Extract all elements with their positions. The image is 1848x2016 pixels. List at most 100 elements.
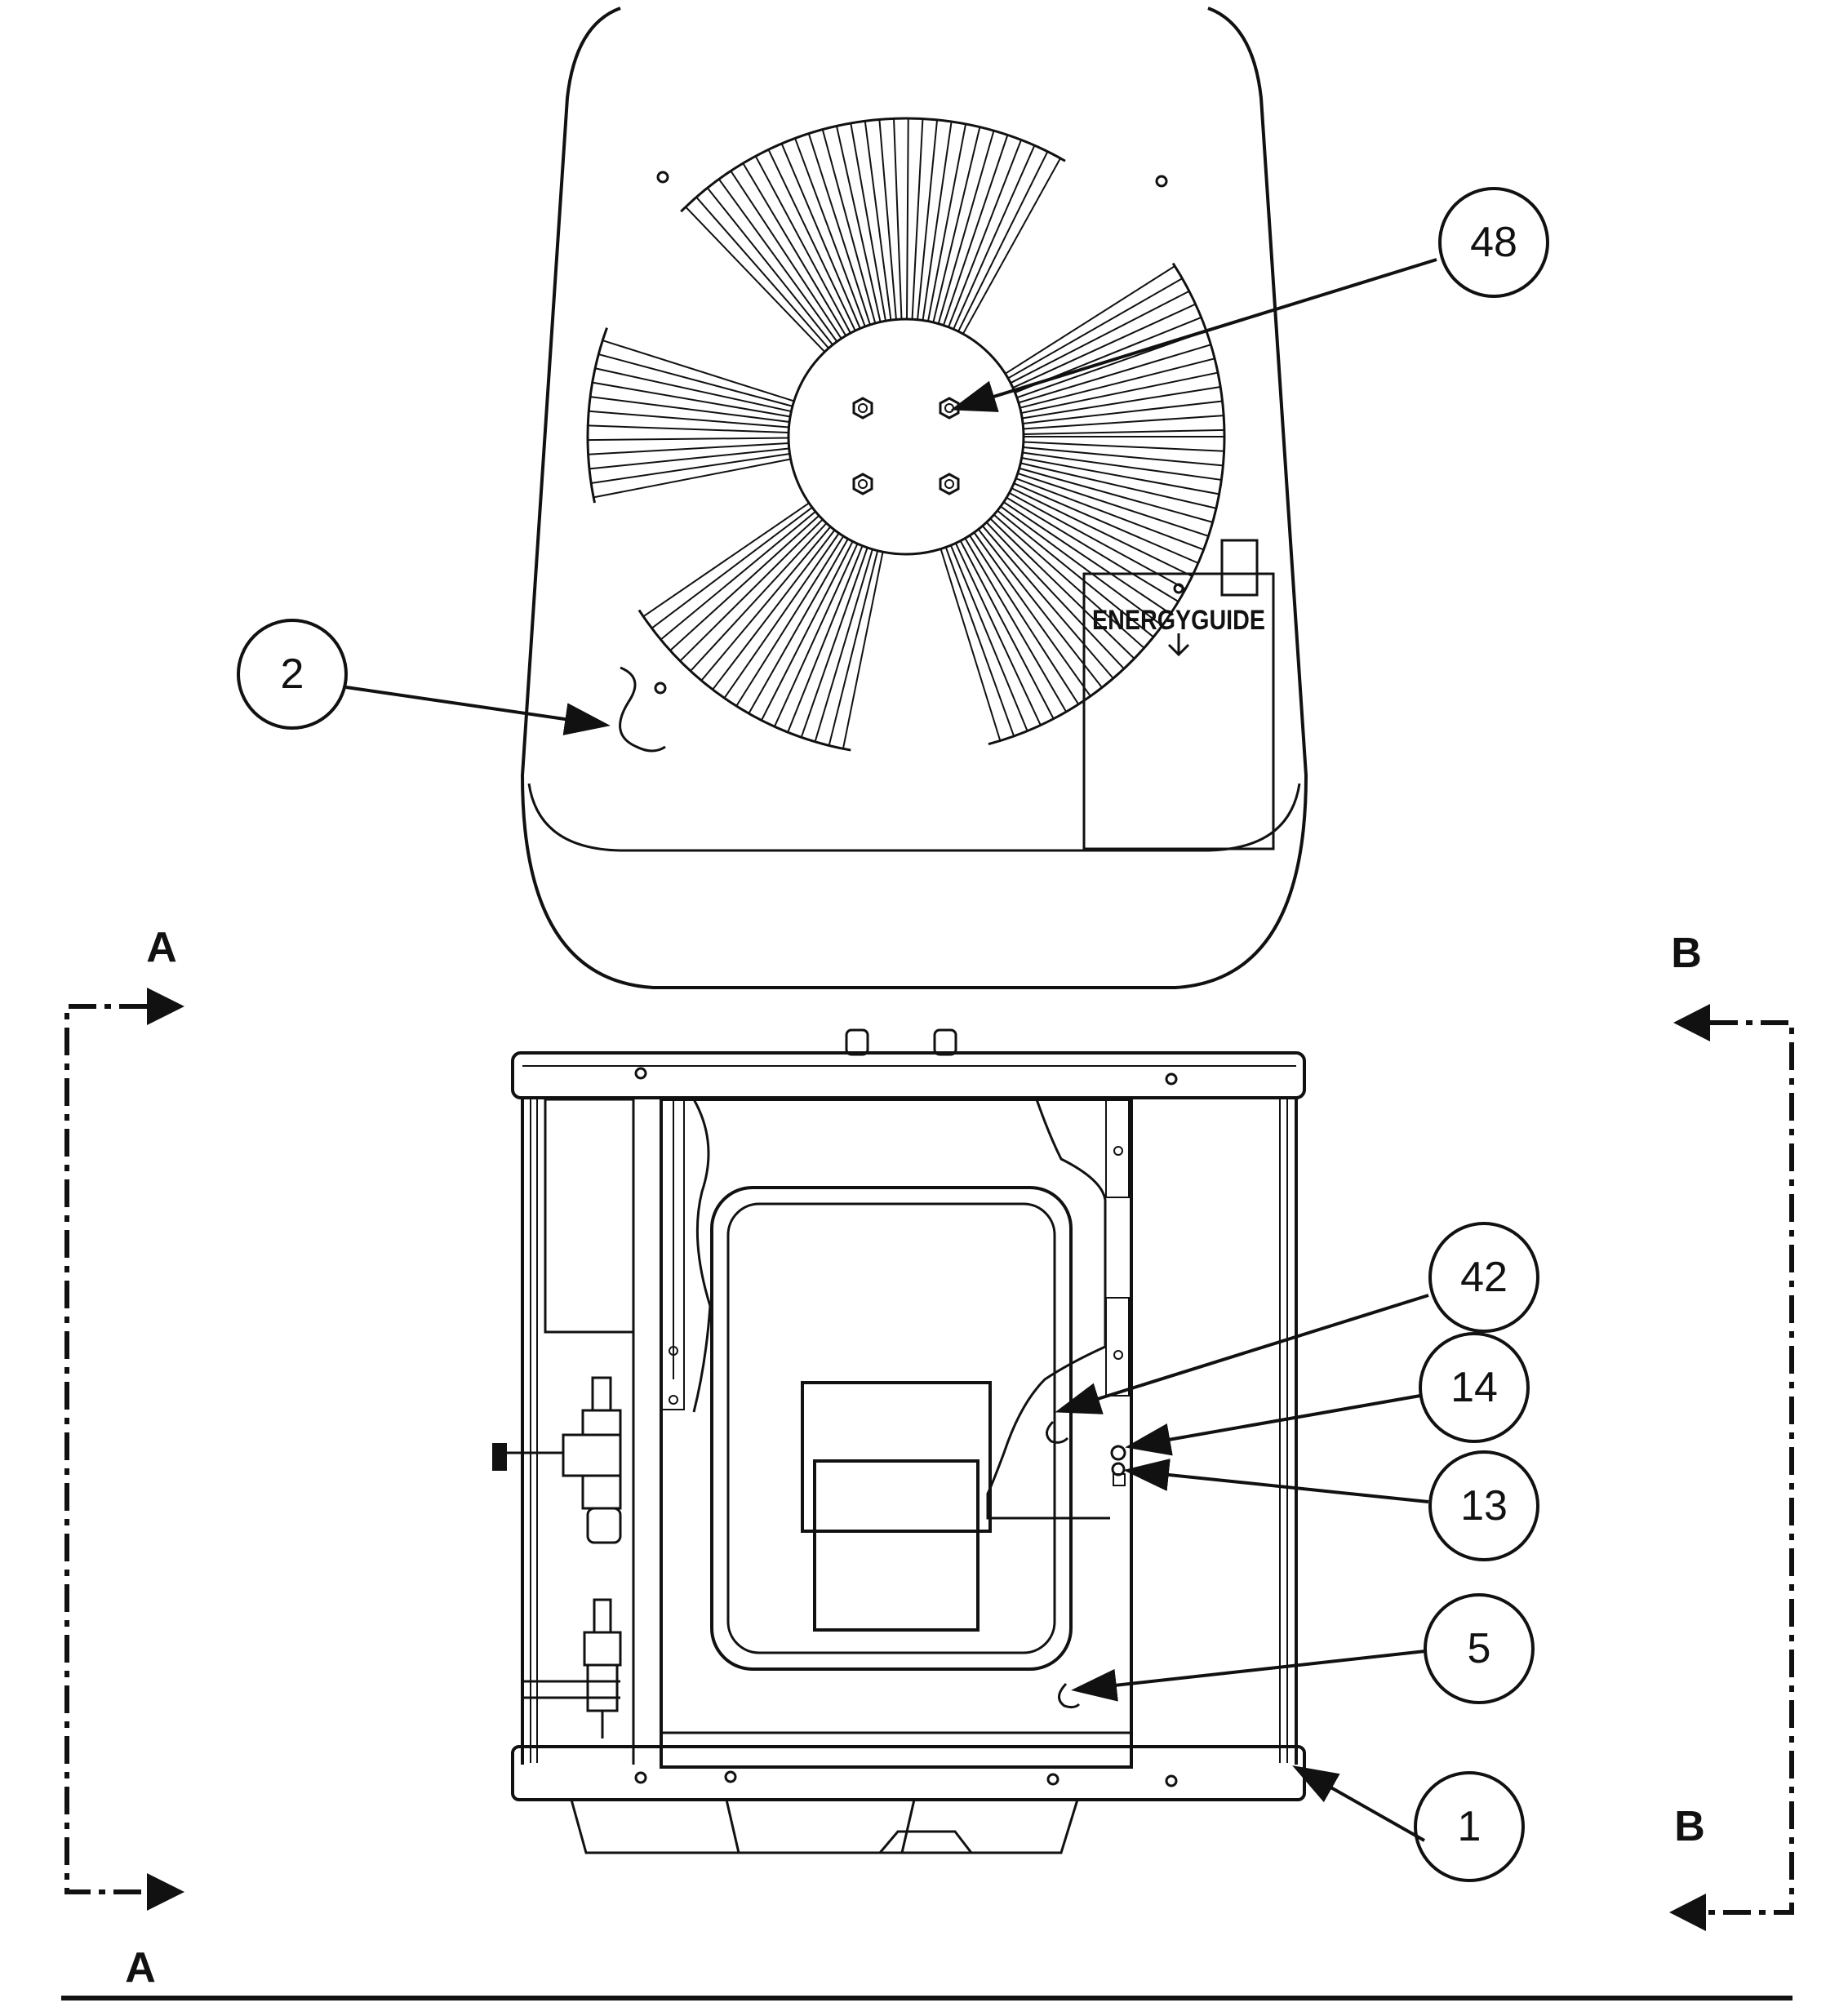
callout-2: 2 xyxy=(237,619,611,735)
grille-wire xyxy=(589,410,789,429)
base-pan xyxy=(511,1745,1306,1801)
grille-wire xyxy=(706,187,833,346)
grille-wire xyxy=(800,547,868,738)
compressor-compartment-outer xyxy=(710,1186,1073,1671)
grille-segment-edge xyxy=(637,609,851,752)
grille-wire xyxy=(642,502,810,618)
grille-segment-edge xyxy=(680,117,1066,213)
grille-wire xyxy=(973,531,1091,697)
section-marker-a: A A xyxy=(64,924,184,1992)
grille-wire xyxy=(1023,441,1224,452)
grille-wire xyxy=(977,528,1103,688)
grille-wire xyxy=(1003,501,1171,615)
grille-wire xyxy=(1021,457,1219,495)
item-14-fitting xyxy=(1110,1445,1126,1461)
grille-wire xyxy=(842,551,884,749)
energyguide-text: ENERGYGUIDE xyxy=(1092,605,1265,636)
grille-wire xyxy=(767,149,856,331)
grille-wire xyxy=(588,424,789,433)
grille-wire xyxy=(940,548,1002,741)
callouts: 48 2 42 14 13 5 1 xyxy=(237,187,1549,1882)
item-5-surface-mark xyxy=(1058,1682,1081,1709)
top-view: ENERGYGUIDE xyxy=(520,7,1308,989)
grille-wire xyxy=(761,540,854,721)
grille-wire xyxy=(969,535,1080,705)
callout-14: 14 xyxy=(1125,1332,1530,1456)
callout-42: 42 xyxy=(1055,1222,1539,1414)
grille-wire xyxy=(1017,473,1209,537)
grille-wire xyxy=(835,126,882,322)
grille-wire xyxy=(1020,462,1217,509)
grille-wire xyxy=(669,514,820,651)
grille-wire xyxy=(814,548,873,743)
cover-mounting-holes xyxy=(654,171,1168,695)
callout-13-label: 13 xyxy=(1460,1482,1508,1530)
grille-wire xyxy=(594,367,792,413)
grille-wire xyxy=(787,545,864,733)
callout-5-label: 5 xyxy=(1468,1625,1491,1672)
panel-cutaway xyxy=(692,1099,1110,1520)
grille-wire xyxy=(695,196,829,349)
grille-segment-edge xyxy=(988,262,1226,746)
grille-wire xyxy=(773,543,859,727)
grille-wire xyxy=(1007,278,1183,380)
grille-wire xyxy=(1018,344,1211,404)
section-marker-b: B B xyxy=(1669,930,1794,1931)
grille-wire xyxy=(807,133,871,326)
side-coil-edges xyxy=(530,1098,1288,1763)
grille-wire xyxy=(717,178,838,343)
item-42-surface-mark xyxy=(1046,1420,1069,1444)
grille-wire xyxy=(730,170,842,340)
callout-1-label: 1 xyxy=(1458,1803,1482,1850)
section-a-bottom-label: A xyxy=(125,1944,156,1992)
grille-wire xyxy=(949,544,1028,731)
fan-grille xyxy=(586,117,1226,752)
compressor xyxy=(801,1381,992,1533)
grille-wire xyxy=(748,538,849,714)
body-screws xyxy=(634,1067,1178,1787)
section-a-top-label: A xyxy=(146,924,177,971)
grille-wire xyxy=(651,506,813,629)
grille-wire xyxy=(893,118,903,320)
grille-wire xyxy=(1023,429,1224,435)
callout-2-label: 2 xyxy=(281,651,304,698)
grille-wire xyxy=(742,162,847,336)
compressor-compartment-inner xyxy=(726,1202,1056,1654)
grille-wire xyxy=(1022,451,1222,481)
grille-segment-edge xyxy=(586,327,608,504)
grille-wire xyxy=(953,144,1036,330)
grille-wire xyxy=(922,121,953,321)
grille-wire xyxy=(1006,496,1179,602)
callout-5: 5 xyxy=(1071,1593,1535,1704)
grille-wire xyxy=(1022,400,1223,424)
section-b-top-label: B xyxy=(1671,930,1702,977)
control-box xyxy=(544,1098,635,1334)
grille-wire xyxy=(942,135,1009,326)
grille-wire xyxy=(993,513,1145,649)
callout-1: 1 xyxy=(1292,1765,1525,1882)
grille-wire xyxy=(1019,467,1213,523)
grille-wire xyxy=(592,381,791,418)
grille-wire xyxy=(944,547,1015,737)
service-valves xyxy=(492,1376,622,1738)
callout-48: 48 xyxy=(950,187,1549,412)
base-feet xyxy=(570,1799,1079,1854)
front-view xyxy=(492,1028,1306,1854)
grille-wire xyxy=(850,122,886,322)
grille-wire xyxy=(989,517,1135,659)
grille-wire xyxy=(878,119,897,320)
grille-wire xyxy=(1000,505,1163,627)
grille-wire xyxy=(690,522,828,672)
section-b-bottom-label: B xyxy=(1674,1803,1705,1850)
item-13-fitting xyxy=(1111,1462,1126,1476)
grille-wire xyxy=(780,143,861,329)
grille-wire xyxy=(1010,290,1190,384)
grille-wire xyxy=(1023,446,1224,467)
callout-48-label: 48 xyxy=(1470,219,1517,266)
grille-wire xyxy=(1020,357,1215,409)
grille-wire xyxy=(593,458,791,499)
grille-wire xyxy=(821,129,877,324)
grille-wire xyxy=(588,437,789,442)
grille-wire xyxy=(588,442,789,455)
grille-wire xyxy=(1013,482,1199,564)
